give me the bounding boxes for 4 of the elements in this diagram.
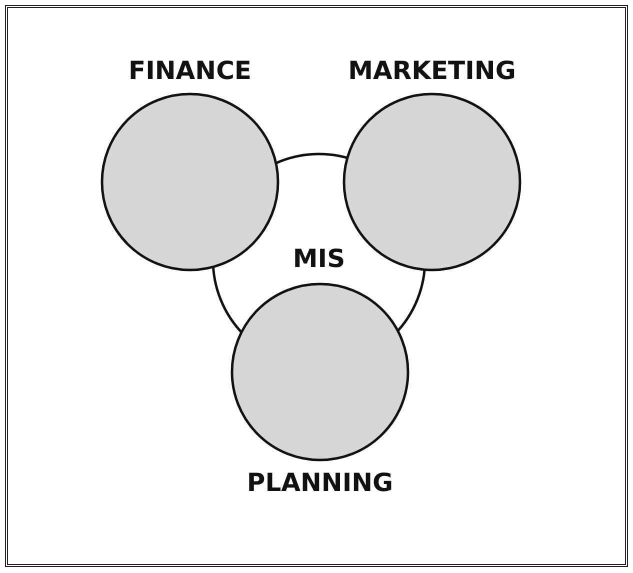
circle-label: MIS [292,244,346,273]
circle-label: FINANCE [128,56,252,85]
circle-label: MARKETING [347,56,517,85]
circle-label: PLANNING [246,468,394,497]
